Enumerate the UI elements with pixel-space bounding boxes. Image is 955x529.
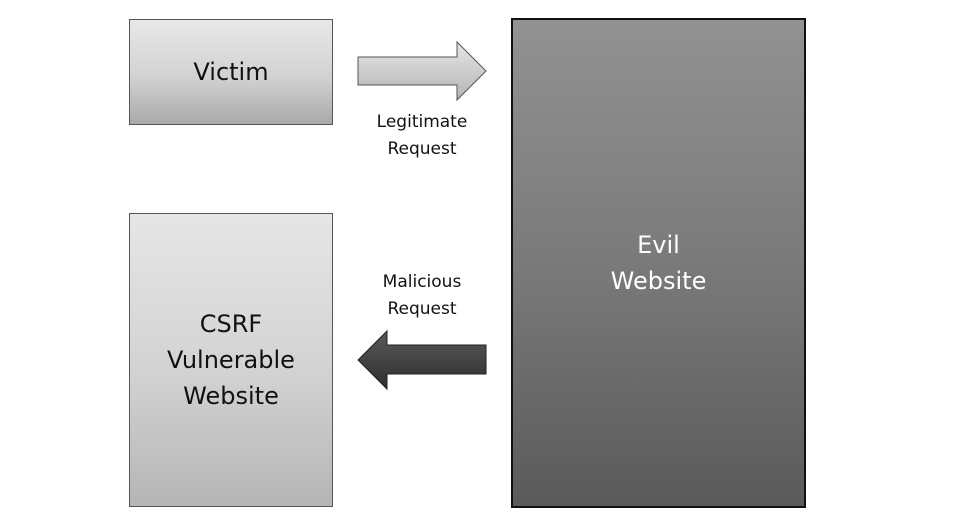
malicious-request-line2: Request <box>387 299 457 319</box>
legitimate-request-line2: Request <box>387 139 457 159</box>
csrf-label-line3: Website <box>183 382 279 410</box>
evil-label-line1: Evil <box>637 231 680 259</box>
csrf-label-line1: CSRF <box>199 310 263 338</box>
legitimate-request-line1: Legitimate <box>376 112 468 132</box>
malicious-request-line1: Malicious <box>382 272 462 292</box>
victim-box: Victim <box>129 19 333 125</box>
malicious-request-label: Malicious Request <box>352 269 492 323</box>
legitimate-request-arrow <box>357 40 487 102</box>
malicious-request-arrow <box>357 329 487 391</box>
evil-website-box: Evil Website <box>511 18 806 508</box>
legitimate-request-label: Legitimate Request <box>352 109 492 163</box>
csrf-vulnerable-website-box: CSRF Vulnerable Website <box>129 213 333 507</box>
victim-label: Victim <box>193 58 269 86</box>
csrf-label-line2: Vulnerable <box>167 346 295 374</box>
evil-label-line2: Website <box>610 267 707 295</box>
